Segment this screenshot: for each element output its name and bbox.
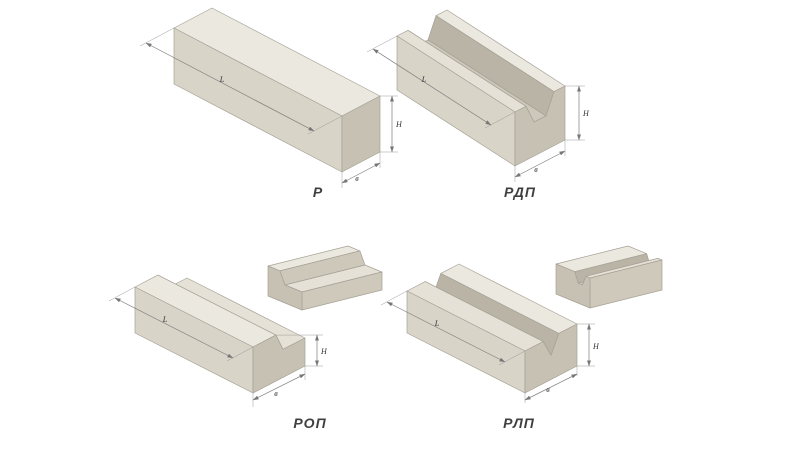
- dim-length-label: L: [162, 315, 168, 324]
- dim-height-label: H: [582, 109, 590, 118]
- figure-label-rdp: РДП: [504, 184, 536, 200]
- dim-height-label: H: [320, 347, 328, 356]
- figure-beam-rdp: L H в РДП: [366, 9, 590, 200]
- extension-line: [484, 111, 516, 129]
- dim-line-length: [386, 301, 506, 363]
- dim-line-width: [252, 373, 306, 401]
- dim-length-label: L: [219, 75, 225, 84]
- extension-line: [366, 35, 398, 53]
- dim-line-length: [372, 48, 492, 126]
- figure-beam-rlp: L H в РЛП: [380, 245, 663, 431]
- beam-end-face: [514, 85, 566, 167]
- dim-line-length: [145, 42, 315, 132]
- dim-width-label: в: [355, 174, 359, 183]
- figure-label-rlp: РЛП: [503, 415, 535, 431]
- dim-width-label: в: [534, 165, 538, 174]
- dim-line-width: [514, 150, 566, 178]
- section-end-face: [555, 263, 591, 309]
- dim-height-label: H: [395, 120, 403, 129]
- figure-label-p: Р: [313, 184, 323, 200]
- dim-line-width: [524, 373, 578, 401]
- figure-beam-p: L H в Р: [139, 7, 403, 200]
- extension-line: [108, 286, 136, 302]
- extension-line: [139, 27, 175, 47]
- dim-height-label: H: [592, 342, 600, 351]
- extension-line: [498, 350, 526, 366]
- dim-width-label: в: [546, 385, 550, 394]
- figure-beam-rop: L H в РОП: [108, 245, 383, 431]
- dim-length-label: L: [434, 319, 440, 328]
- dim-length-label: L: [421, 75, 427, 84]
- dim-line-length: [114, 297, 234, 359]
- extension-line: [226, 346, 254, 362]
- dim-line-width: [341, 162, 381, 184]
- extension-line: [380, 290, 408, 306]
- figure-label-rop: РОП: [293, 415, 326, 431]
- dim-width-label: в: [274, 389, 278, 398]
- beam-end-face: [252, 334, 306, 394]
- section-end-face: [267, 265, 303, 311]
